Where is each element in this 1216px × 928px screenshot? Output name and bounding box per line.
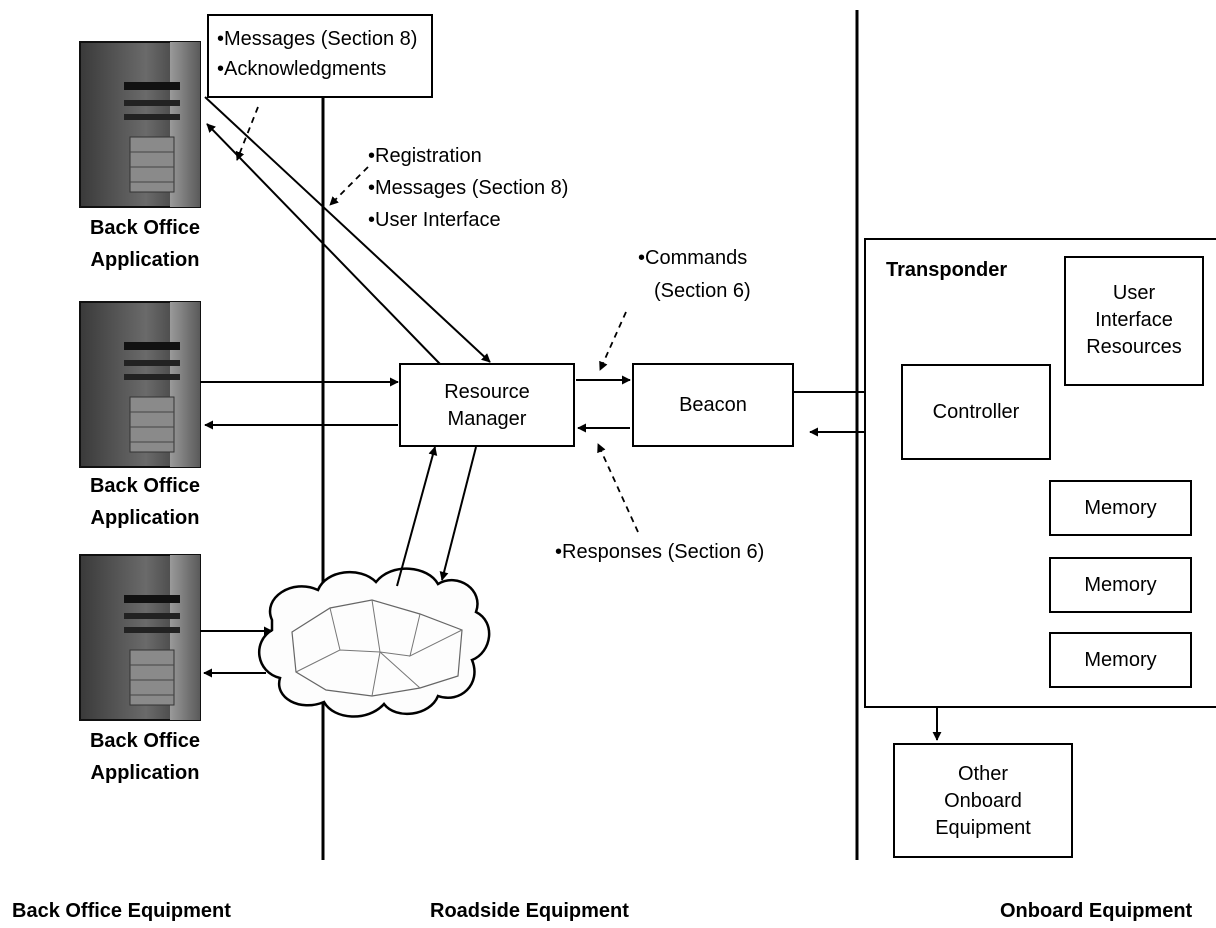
callout-box-messages: •Messages (Section 8) •Acknowledgments bbox=[207, 14, 433, 98]
controller-label: Controller bbox=[932, 401, 1020, 423]
arrow-cloud-to-rm bbox=[396, 446, 438, 587]
ui-resources-label-line-3: Resources bbox=[1086, 336, 1182, 358]
transponder-label: Transponder bbox=[886, 259, 1008, 281]
callout-pointer-registration bbox=[329, 166, 369, 206]
memory-box-3: Memory bbox=[1049, 632, 1192, 688]
server-2-label-line-2: Application bbox=[90, 507, 200, 529]
resource-manager-box: Resource Manager bbox=[399, 363, 575, 447]
callout-msgs-line-2: •Acknowledgments bbox=[217, 58, 387, 80]
ui-resources-label-line-2: Interface bbox=[1095, 309, 1173, 331]
server-icon-2 bbox=[79, 301, 201, 468]
server-3-label-line-2: Application bbox=[90, 762, 200, 784]
ui-resources-label-line-1: User bbox=[1112, 282, 1156, 304]
arrow-rm-to-cloud bbox=[439, 446, 477, 581]
other-onboard-label-line-3: Equipment bbox=[935, 817, 1031, 839]
server-3-label-line-1: Back Office bbox=[89, 730, 201, 752]
ui-resources-box: User Interface Resources bbox=[1064, 256, 1204, 386]
memory-label: Memory bbox=[1084, 574, 1157, 596]
beacon-box: Beacon bbox=[632, 363, 794, 447]
server-icon-3 bbox=[79, 554, 201, 721]
controller-box: Controller bbox=[901, 364, 1051, 460]
section-label-back-office: Back Office Equipment bbox=[12, 900, 231, 922]
resource-manager-label-line-1: Resource bbox=[444, 381, 530, 403]
memory-label: Memory bbox=[1084, 497, 1157, 519]
other-onboard-equipment-box: Other Onboard Equipment bbox=[893, 743, 1073, 858]
callout-registration-line-3: •User Interface bbox=[368, 209, 501, 231]
section-label-roadside: Roadside Equipment bbox=[430, 900, 629, 922]
memory-box-2: Memory bbox=[1049, 557, 1192, 613]
arrow-rm-to-server-1 bbox=[206, 123, 441, 365]
callout-commands-line-1: •Commands bbox=[638, 247, 748, 269]
memory-label: Memory bbox=[1084, 649, 1157, 671]
callout-pointer-responses bbox=[597, 443, 639, 533]
section-label-onboard: Onboard Equipment bbox=[1000, 900, 1193, 922]
server-icon-1 bbox=[79, 41, 201, 208]
server-1-label-line-2: Application bbox=[90, 249, 200, 271]
arrow-server-1-to-rm bbox=[204, 96, 491, 363]
callout-msgs-line-1: •Messages (Section 8) bbox=[217, 28, 418, 50]
server-2-label-line-1: Back Office bbox=[89, 475, 201, 497]
resource-manager-label-line-2: Manager bbox=[447, 408, 527, 430]
server-1-label-line-1: Back Office bbox=[89, 217, 201, 239]
beacon-label: Beacon bbox=[679, 394, 747, 416]
other-onboard-label-line-1: Other bbox=[957, 763, 1009, 785]
network-cloud-icon bbox=[257, 567, 491, 718]
callout-registration-line-2: •Messages (Section 8) bbox=[368, 177, 569, 199]
callout-registration-line-1: •Registration bbox=[368, 145, 482, 167]
callout-pointer-commands bbox=[599, 311, 627, 371]
callout-commands-line-2: (Section 6) bbox=[654, 280, 751, 302]
other-onboard-label-line-2: Onboard bbox=[944, 790, 1022, 812]
callout-responses: •Responses (Section 6) bbox=[555, 541, 765, 563]
callout-pointer-msgs bbox=[235, 106, 259, 161]
memory-box-1: Memory bbox=[1049, 480, 1192, 536]
